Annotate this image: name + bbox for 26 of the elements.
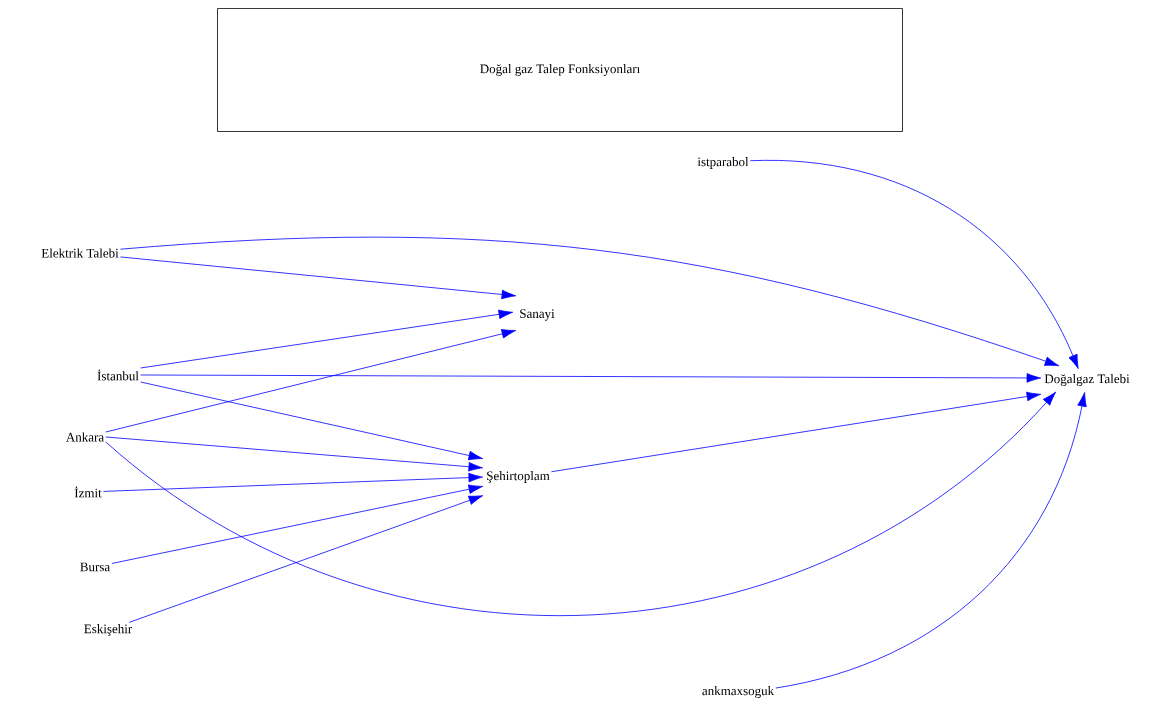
variable-label: Bursa — [80, 562, 110, 572]
variable-label: ankmaxsoguk — [702, 686, 775, 698]
arrow — [103, 472, 483, 492]
variable-label: Ankara — [66, 432, 104, 442]
arrow — [120, 236, 1060, 367]
variable-label: Sanayi — [520, 309, 555, 321]
variable-label: Şehirtoplam — [487, 471, 550, 483]
variable-label: İstanbul — [97, 369, 139, 381]
arrow — [775, 392, 1087, 689]
variable-label: Doğalgaz Talebi — [1044, 374, 1130, 386]
arrow — [128, 495, 484, 623]
arrow — [105, 391, 1057, 616]
arrow — [111, 484, 483, 564]
variable-label: İzmit — [74, 486, 102, 498]
arrow — [551, 391, 1042, 473]
variable-label: Eskişehir — [84, 624, 133, 636]
variable-label: Elektrik Talebi — [41, 248, 119, 258]
arrow — [105, 329, 517, 433]
arrow — [140, 373, 1042, 383]
arrow — [140, 381, 483, 461]
arrow — [749, 160, 1079, 369]
arrow — [105, 436, 483, 472]
arrow — [140, 309, 514, 369]
title-box: Doğal gaz Talep Fonksiyonları — [217, 8, 903, 132]
variable-label: istparabol — [697, 157, 749, 169]
arrow — [120, 256, 517, 300]
